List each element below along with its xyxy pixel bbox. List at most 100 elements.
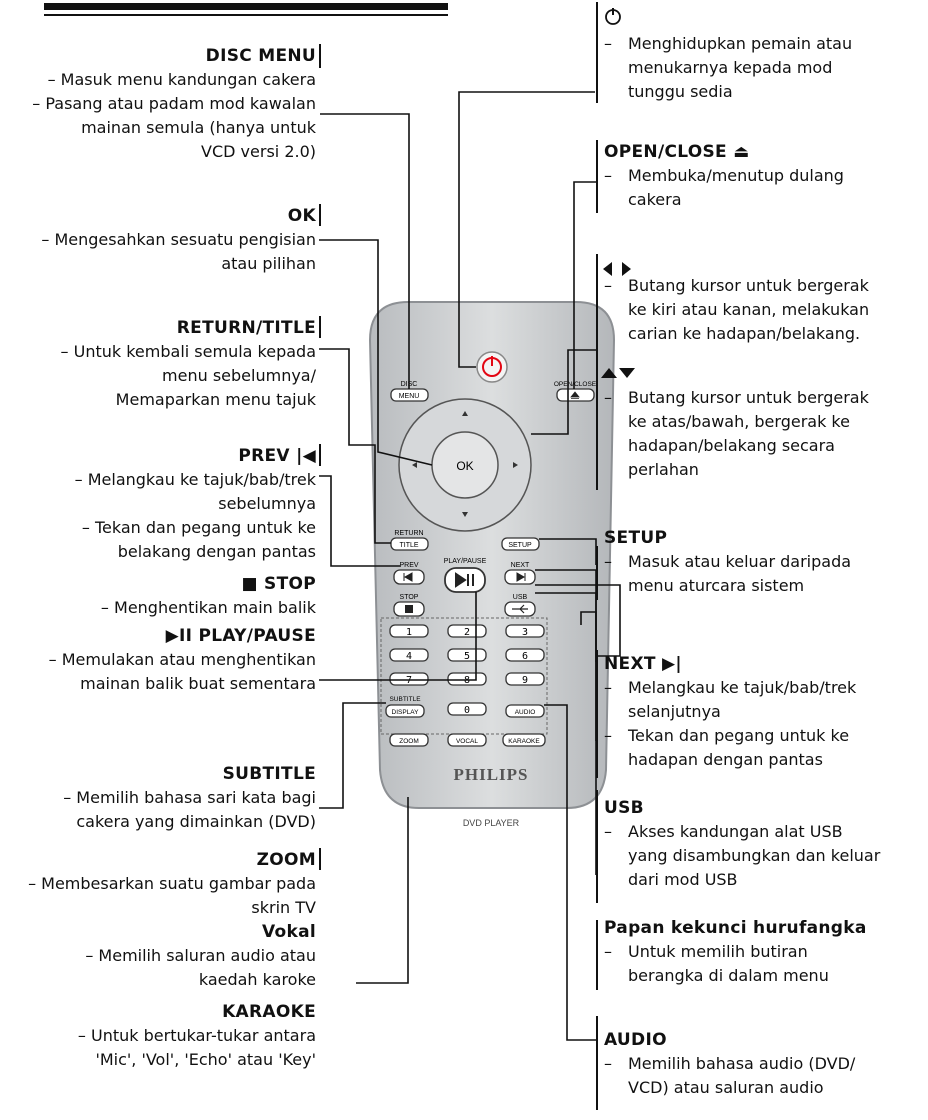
right-arrow-icon: [513, 462, 518, 468]
text-line: – Masuk menu kandungan cakera: [47, 70, 316, 89]
digit-button-9[interactable]: [505, 672, 545, 686]
text-line: – Tekan dan pegang untuk ke: [81, 518, 316, 537]
text-line: 'Mic', 'Vol', 'Echo' atau 'Key': [95, 1050, 316, 1069]
heading-numeric-keypad: Papan kekunci hurufangka: [604, 918, 867, 938]
heading-next: NEXT ▶|: [604, 652, 924, 676]
text-line: belakang dengan pantas: [117, 542, 316, 561]
vocal-button[interactable]: [447, 733, 487, 747]
digit-label-0: 0: [464, 705, 470, 716]
usb-top-label: USB: [513, 594, 528, 601]
digit-label-4: 4: [406, 651, 412, 662]
up-down-arrows-icon: [601, 368, 635, 378]
eject-heading-icon: ⏏: [733, 142, 750, 162]
annotation-open-close: OPEN/CLOSE ⏏ –Membuka/menutup dulang cak…: [604, 140, 924, 212]
stop-top-label: STOP: [400, 594, 419, 601]
heading-prev-text: PREV: [238, 446, 290, 466]
annotation-power: –Menghidupkan pemain atau menukarnya kep…: [604, 32, 924, 104]
digit-button-4[interactable]: [389, 648, 429, 662]
digit-button-0[interactable]: [447, 702, 487, 716]
text-line: cakera yang dimainkan (DVD): [76, 812, 316, 831]
annotation-prev: PREV |◀ – Melangkau ke tajuk/bab/trek se…: [0, 444, 316, 564]
heading-audio: AUDIO: [604, 1030, 667, 1050]
text-line: –Butang kursor untuk bergerak: [604, 276, 869, 295]
karaoke-label: KARAOKE: [508, 738, 540, 745]
heading-ok: OK: [287, 206, 316, 226]
text-line: menukarnya kepada mod: [628, 58, 833, 77]
zoom-button[interactable]: [389, 733, 429, 747]
heading-usb: USB: [604, 798, 644, 818]
play-pause-heading-icon: ▶II: [165, 626, 193, 646]
display-button[interactable]: [385, 704, 425, 718]
disc-menu-label: MENU: [399, 393, 420, 400]
text-line: VCD versi 2.0): [201, 142, 316, 161]
text-line: – Memulakan atau menghentikan: [48, 650, 316, 669]
remote-control: DISC MENU OPEN/CLOSE OK RETURN TITLE SET…: [368, 301, 616, 828]
text-line: sebelumnya: [218, 494, 316, 513]
annotation-ok: OK – Mengesahkan sesuatu pengisian atau …: [0, 204, 316, 276]
heading-return-title: RETURN/TITLE: [176, 318, 316, 338]
annotation-karaoke: KARAOKE – Untuk bertukar-tukar antara 'M…: [0, 1000, 316, 1072]
text-line: –Menghidupkan pemain atau: [604, 34, 853, 53]
text-line: cakera: [628, 190, 682, 209]
return-title-button[interactable]: [390, 537, 429, 551]
right-heading-icons: [601, 8, 635, 378]
eject-icon: [570, 391, 580, 399]
brand-logo: PHILIPS: [453, 765, 528, 784]
text-line: menu aturcara sistem: [628, 576, 805, 595]
digit-button-6[interactable]: [505, 648, 545, 662]
heading-prev: PREV |◀: [0, 444, 316, 468]
digit-label-1: 1: [406, 627, 412, 638]
stop-heading-icon: ■: [241, 574, 258, 594]
text-line: –Akses kandungan alat USB: [604, 822, 843, 841]
text-line: carian ke hadapan/belakang.: [628, 324, 861, 343]
annotation-vokal: Vokal – Memilih saluran audio atau kaeda…: [0, 920, 316, 992]
annotation-stop: ■ STOP – Menghentikan main balik: [0, 572, 316, 620]
karaoke-button[interactable]: [502, 733, 546, 747]
digit-label-3: 3: [522, 627, 528, 638]
annotation-left-right: –Butang kursor untuk bergerak ke kiri at…: [604, 274, 928, 346]
usb-icon: [512, 604, 528, 614]
text-line: – Untuk bertukar-tukar antara: [77, 1026, 316, 1045]
text-line: selanjutnya: [628, 702, 721, 721]
annotation-play-pause: ▶II PLAY/PAUSE – Memulakan atau menghent…: [0, 624, 316, 696]
text-line: – Untuk kembali semula kepada: [60, 342, 316, 361]
annotation-setup: SETUP –Masuk atau keluar daripada menu a…: [604, 526, 924, 598]
text-line: skrin TV: [251, 898, 316, 917]
text-line: mainan semula (hanya untuk: [81, 118, 316, 137]
text-line: VCD) atau saluran audio: [628, 1078, 824, 1097]
open-close-top-label: OPEN/CLOSE: [554, 381, 597, 388]
digit-button-7[interactable]: [389, 672, 429, 686]
annotation-audio: AUDIO –Memilih bahasa audio (DVD/ VCD) a…: [604, 1028, 928, 1100]
power-button[interactable]: [476, 351, 508, 383]
heading-next-text: NEXT: [604, 654, 656, 674]
heading-open-close-text: OPEN/CLOSE: [604, 142, 727, 162]
digit-button-1[interactable]: [389, 624, 429, 638]
text-line: –Untuk memilih butiran: [604, 942, 808, 961]
text-line: dari mod USB: [628, 870, 738, 889]
standby-icon: [605, 8, 621, 25]
down-arrow-icon: [462, 512, 468, 517]
heading-stop-text: STOP: [264, 574, 316, 594]
return-top-label: RETURN: [394, 530, 423, 537]
text-line: hadapan dengan pantas: [628, 750, 823, 769]
text-line: – Menghentikan main balik: [100, 598, 316, 617]
setup-button[interactable]: [501, 537, 540, 551]
annotation-zoom: ZOOM – Membesarkan suatu gambar pada skr…: [0, 848, 316, 920]
heading-karaoke: KARAOKE: [222, 1002, 316, 1022]
text-line: mainan balik buat sementara: [80, 674, 316, 693]
playpause-top-label: PLAY/PAUSE: [444, 558, 487, 565]
text-line: – Memilih saluran audio atau: [85, 946, 316, 965]
text-line: –Membuka/menutup dulang: [604, 166, 844, 185]
text-line: berangka di dalam menu: [628, 966, 829, 985]
text-line: – Melangkau ke tajuk/bab/trek: [74, 470, 316, 489]
annotation-disc-menu: DISC MENU – Masuk menu kandungan cakera …: [0, 44, 316, 164]
heading-setup: SETUP: [604, 528, 668, 548]
annotation-subtitle: SUBTITLE – Memilih bahasa sari kata bagi…: [0, 762, 316, 834]
text-line: atau pilihan: [221, 254, 316, 273]
text-line: yang disambungkan dan keluar: [628, 846, 881, 865]
annotation-up-down: –Butang kursor untuk bergerak ke atas/ba…: [604, 386, 928, 482]
prev-heading-icon: |◀: [296, 446, 316, 466]
audio-button[interactable]: [505, 704, 545, 718]
text-line: –Tekan dan pegang untuk ke: [604, 726, 850, 745]
digit-button-3[interactable]: [505, 624, 545, 638]
